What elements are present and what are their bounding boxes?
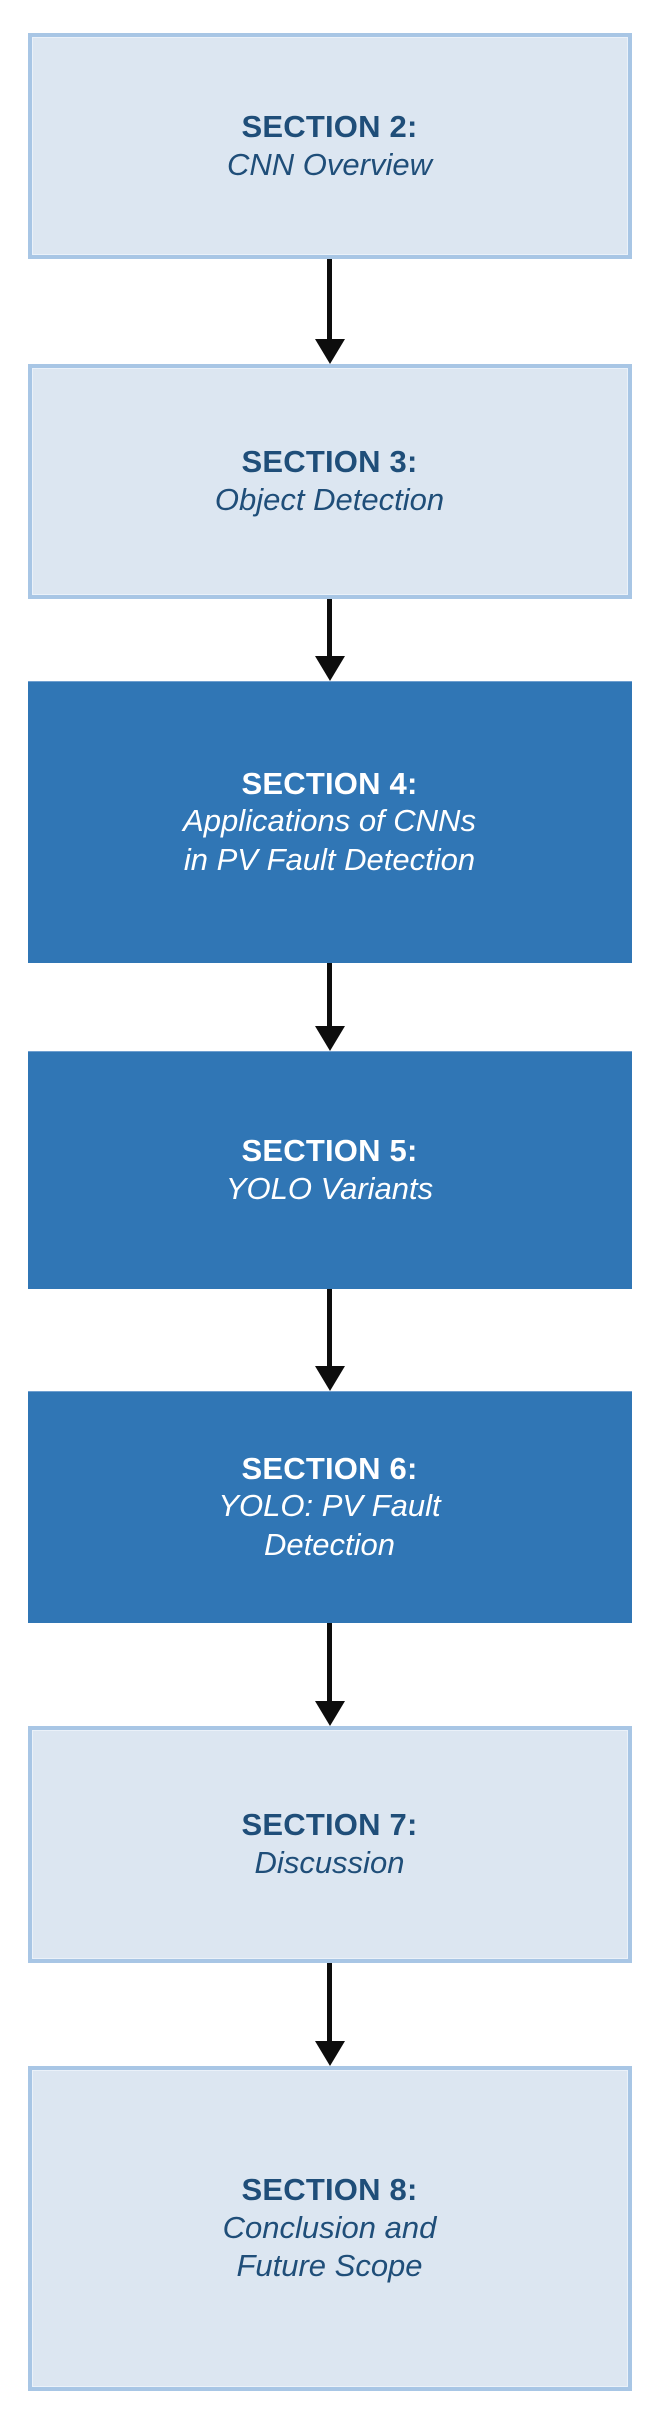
arrow-shaft: [327, 963, 332, 1027]
flow-node-title: SECTION 7:: [241, 1807, 418, 1843]
arrow-head-down-icon: [314, 1366, 345, 1391]
flow-node-section-2: SECTION 2:CNN Overview: [27, 33, 632, 259]
flow-node-section-3: SECTION 3:Object Detection: [27, 364, 632, 599]
flow-node-section-7: SECTION 7:Discussion: [27, 1726, 632, 1963]
flow-arrow-3-to-4: [314, 599, 345, 681]
flow-node-subtitle: Discussion: [254, 1845, 405, 1881]
flow-arrow-5-to-6: [314, 1289, 345, 1391]
arrow-head-down-icon: [314, 1701, 345, 1726]
flow-node-subtitle: YOLO: PV Fault Detection: [218, 1488, 441, 1562]
flow-arrow-2-to-3: [314, 259, 345, 364]
flow-node-title: SECTION 8:: [241, 2172, 418, 2208]
arrow-head-down-icon: [314, 339, 345, 364]
flow-node-subtitle: Object Detection: [214, 482, 445, 518]
arrow-head-down-icon: [314, 656, 345, 681]
arrow-head-down-icon: [314, 2041, 345, 2066]
arrow-shaft: [327, 599, 332, 657]
flow-node-title: SECTION 3:: [241, 444, 418, 480]
flow-node-subtitle: YOLO Variants: [225, 1170, 434, 1206]
flow-node-section-4: SECTION 4:Applications of CNNs in PV Fau…: [27, 681, 632, 963]
arrow-shaft: [327, 259, 332, 340]
flow-node-subtitle: CNN Overview: [227, 146, 432, 182]
flow-node-title: SECTION 5:: [241, 1132, 418, 1168]
arrow-head-down-icon: [314, 1026, 345, 1051]
flow-node-title: SECTION 6:: [241, 1450, 418, 1486]
flow-node-title: SECTION 2:: [241, 108, 418, 144]
flow-node-subtitle: Applications of CNNs in PV Fault Detecti…: [183, 803, 476, 877]
arrow-shaft: [327, 1963, 332, 2042]
flow-node-section-5: SECTION 5:YOLO Variants: [27, 1051, 632, 1289]
arrow-shaft: [327, 1289, 332, 1367]
flow-node-section-8: SECTION 8:Conclusion and Future Scope: [27, 2066, 632, 2391]
flow-arrow-4-to-5: [314, 963, 345, 1051]
flow-node-title: SECTION 4:: [241, 765, 418, 801]
flow-arrow-7-to-8: [314, 1963, 345, 2066]
flow-arrow-6-to-7: [314, 1623, 345, 1726]
flow-node-subtitle: Conclusion and Future Scope: [222, 2209, 437, 2284]
arrow-shaft: [327, 1623, 332, 1702]
flow-node-section-6: SECTION 6:YOLO: PV Fault Detection: [27, 1391, 632, 1623]
